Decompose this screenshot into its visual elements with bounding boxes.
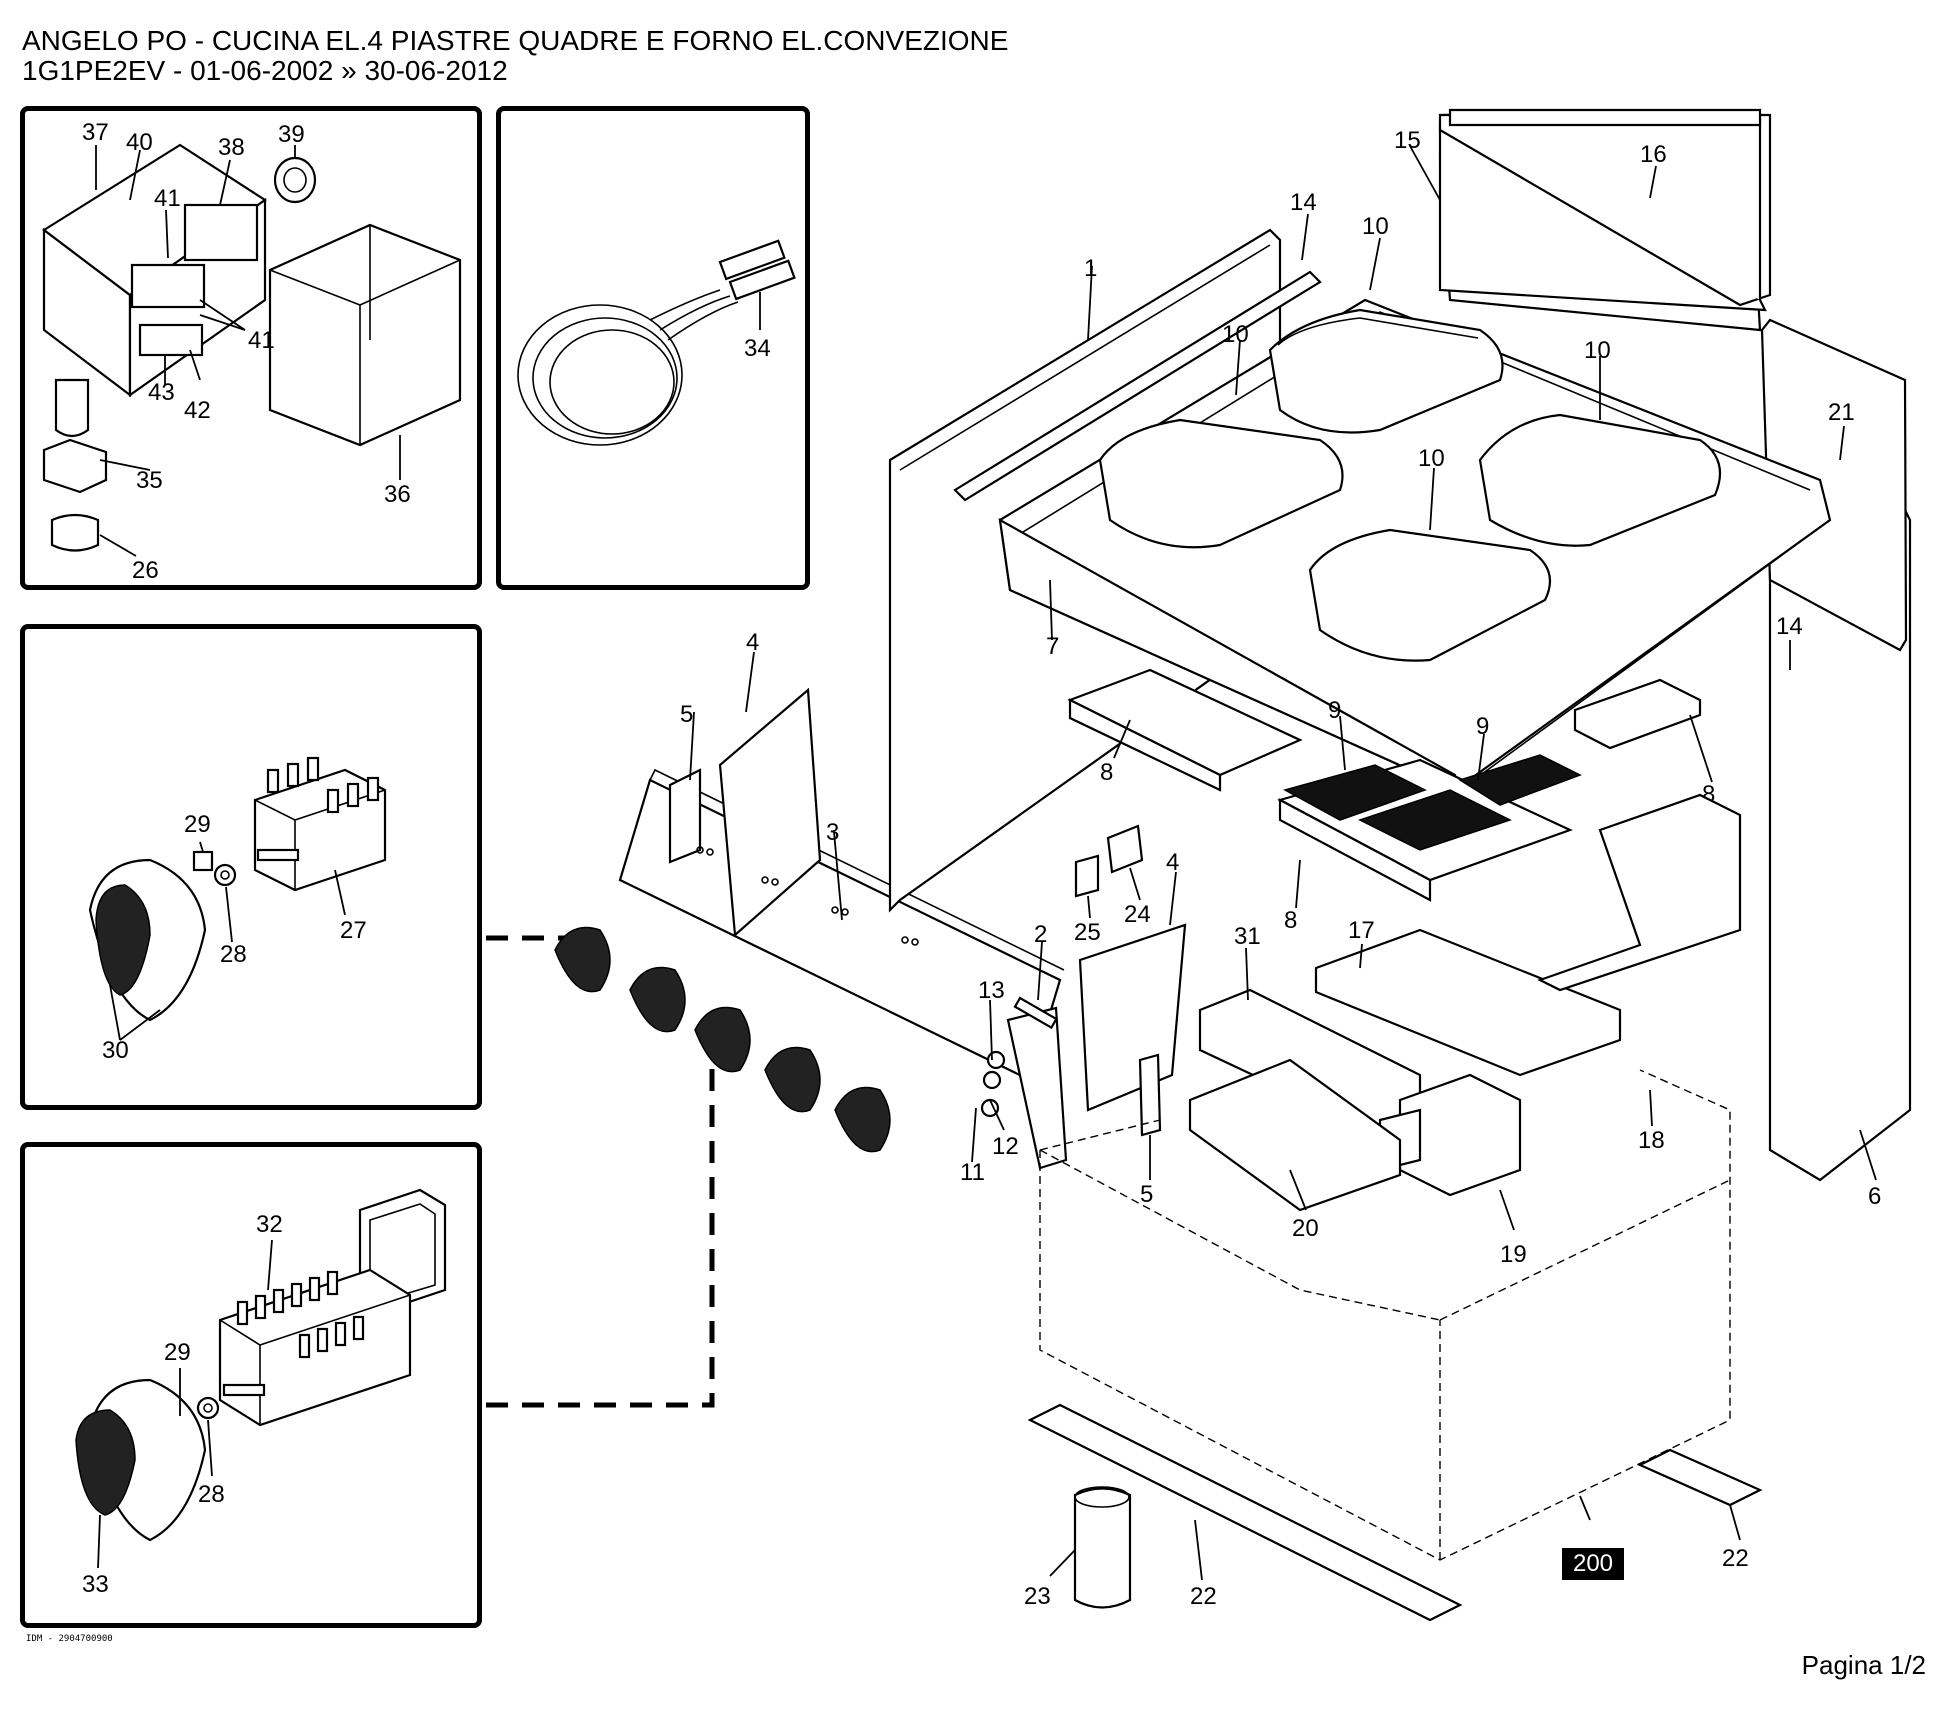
callout-27: 27	[340, 917, 367, 944]
callout-5-upper: 5	[680, 701, 693, 728]
callout-31: 31	[1234, 923, 1261, 950]
model-and-date-range: 1G1PE2EV - 01-06-2002 » 30-06-2012	[22, 55, 508, 86]
callout-16: 16	[1640, 141, 1667, 168]
callout-9-left: 9	[1328, 697, 1341, 724]
callout-13: 13	[978, 977, 1005, 1004]
callout-20: 20	[1292, 1215, 1319, 1242]
callout-23: 23	[1024, 1583, 1051, 1610]
adjustable-foot	[1073, 1486, 1132, 1609]
callout-30: 30	[102, 1037, 129, 1064]
callout-26: 26	[132, 557, 159, 584]
callout-29-upper: 29	[184, 811, 211, 838]
callout-42: 42	[184, 397, 211, 424]
knobs	[554, 926, 1058, 1153]
callout-10-c: 10	[1584, 337, 1611, 364]
callout-29-lower: 29	[164, 1339, 191, 1366]
callout-15: 15	[1394, 127, 1421, 154]
callout-40: 40	[126, 129, 153, 156]
callout-28-lower: 28	[198, 1481, 225, 1508]
callout-32: 32	[256, 1211, 283, 1238]
inset-switch-regulator	[20, 624, 482, 1110]
callout-8-left: 8	[1100, 759, 1113, 786]
heating-elements	[1283, 754, 1582, 851]
callout-14-upper: 14	[1290, 189, 1317, 216]
callout-2: 2	[1034, 921, 1047, 948]
callout-43: 43	[148, 379, 175, 406]
callout-10-a: 10	[1362, 213, 1389, 240]
oven-components	[1188, 793, 1742, 1212]
callout-22-left: 22	[1190, 1583, 1217, 1610]
callout-9-right: 9	[1476, 713, 1489, 740]
inset-cable	[496, 106, 810, 590]
callout-36: 36	[384, 481, 411, 508]
callout-7: 7	[1046, 633, 1059, 660]
base-rails	[1027, 1403, 1763, 1622]
callout-19: 19	[1500, 1241, 1527, 1268]
callout-35: 35	[136, 467, 163, 494]
callout-25: 25	[1074, 919, 1101, 946]
power-cable	[517, 239, 796, 446]
side-bracket	[1078, 923, 1187, 1112]
control-panel	[618, 687, 1068, 1170]
callout-10-d: 10	[1418, 445, 1445, 472]
assembly-badge: 200	[1562, 1548, 1624, 1580]
pilot-lamp	[1106, 824, 1144, 874]
callout-24: 24	[1124, 901, 1151, 928]
oven-cabinet-assembly-200	[1039, 1069, 1731, 1561]
callout-21: 21	[1828, 399, 1855, 426]
callout-17: 17	[1348, 917, 1375, 944]
connector-lower	[486, 1060, 715, 1408]
callout-6: 6	[1868, 1183, 1881, 1210]
callout-37: 37	[82, 119, 109, 146]
hotplates	[1098, 308, 1722, 662]
lamp-bracket	[1074, 854, 1100, 898]
callout-18: 18	[1638, 1127, 1665, 1154]
callout-11: 11	[960, 1159, 985, 1186]
callout-41-upper: 41	[154, 185, 181, 212]
callout-41-lower: 41	[248, 327, 275, 354]
callout-28-upper: 28	[220, 941, 247, 968]
callout-22-right: 22	[1722, 1545, 1749, 1572]
page-number: Pagina 1/2	[1801, 1650, 1926, 1680]
control-box-assembly	[42, 143, 462, 552]
callout-4-lower: 4	[1166, 849, 1179, 876]
callout-39: 39	[278, 121, 305, 148]
document-code: IDM - 2904700900	[26, 1634, 113, 1644]
oven-thermostat-assembly	[75, 1188, 447, 1542]
diagram-title: ANGELO PO - CUCINA EL.4 PIASTRE QUADRE E…	[22, 25, 1009, 56]
callout-10-b: 10	[1222, 321, 1249, 348]
callout-3: 3	[826, 819, 839, 846]
callout-33: 33	[82, 1571, 109, 1598]
hotplate-regulator-assembly	[88, 756, 387, 1022]
callout-34: 34	[744, 335, 771, 362]
callout-14-lower: 14	[1776, 613, 1803, 640]
callout-12: 12	[992, 1133, 1019, 1160]
callout-8-lower: 8	[1284, 907, 1297, 934]
callout-5-lower: 5	[1140, 1181, 1153, 1208]
mounting-strip	[1138, 1053, 1162, 1137]
callout-38: 38	[218, 134, 245, 161]
callout-4-upper: 4	[746, 629, 759, 656]
callout-1: 1	[1084, 255, 1097, 282]
